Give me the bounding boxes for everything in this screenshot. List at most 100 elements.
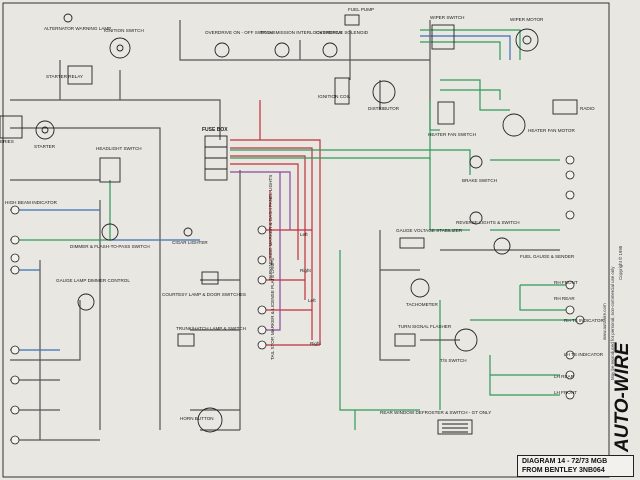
dimmer-switch-icon <box>101 223 119 241</box>
ts-switch-label: T/S SWITCH <box>440 358 467 363</box>
overdrive-solenoid-icon <box>322 42 338 58</box>
radio-icon <box>552 99 578 115</box>
wiper-switch-icon <box>431 24 455 50</box>
brake-switch-icon <box>469 155 483 169</box>
dimmer-switch-label: DIMMER & FLASH-TO-PASS SWITCH <box>70 244 150 249</box>
lamp-icon <box>257 340 267 350</box>
notice-text: May be reproduced for personal, non-comm… <box>610 266 615 380</box>
tachometer-label: TACHOMETER <box>406 302 438 307</box>
lamp-icon <box>575 315 585 325</box>
rear-defroster-label: REAR WINDOW DEFROSTER & SWITCH - GT ONLY <box>380 410 491 415</box>
headlight-switch-icon <box>99 157 121 183</box>
starter-relay-icon <box>67 65 93 85</box>
right-label-2: Right <box>310 341 321 346</box>
title-line-2: FROM BENTLEY 3NB064 <box>522 467 605 474</box>
fuel-gauge-label: FUEL GAUGE & SENDER <box>520 254 575 259</box>
fuel-gauge-icon <box>493 237 511 255</box>
batteries-label: ERIES <box>0 139 14 144</box>
fuel-pump-icon <box>344 14 360 26</box>
voltage-stabilizer-icon <box>399 237 425 249</box>
left-label-1: Left <box>300 232 308 237</box>
ignition-switch-icon <box>109 37 131 59</box>
lh-front-label: LH FRONT <box>554 390 577 395</box>
ignition-coil-icon <box>334 77 350 105</box>
trunk-lamp-label: TRUNK/HATCH LAMP & SWITCH <box>176 326 246 331</box>
headlight-switch-label: HEADLIGHT SWITCH <box>96 146 142 151</box>
lamp-icon <box>10 435 20 445</box>
lamp-icon <box>565 190 575 200</box>
lamp-icon <box>565 280 575 290</box>
heater-fan-switch-label: HEATER FAN SWITCH <box>428 132 476 137</box>
lamp-icon <box>257 325 267 335</box>
lamp-icon <box>10 265 20 275</box>
courtesy-lamp-label: COURTESY LAMP & DOOR SWITCHES <box>162 292 246 297</box>
distributor-icon <box>372 80 396 104</box>
rh-rear-label: RH REAR <box>554 296 575 301</box>
lamp-icon <box>10 405 20 415</box>
turn-flasher-label: TURN SIGNAL FLASHER <box>398 324 452 329</box>
lamp-icon <box>10 205 20 215</box>
brand-logo: AUTO-WIRE <box>612 341 633 453</box>
wiper-motor-label: WIPER MOTOR <box>510 17 544 22</box>
lamp-icon <box>257 225 267 235</box>
website-text: www.autowire.com <box>602 303 607 340</box>
tachometer-icon <box>410 278 430 298</box>
components <box>0 13 578 435</box>
lamp-icon <box>565 155 575 165</box>
lamp-icon <box>257 255 267 265</box>
fuse-box-label: FUSE BOX <box>202 127 228 133</box>
title-block: DIAGRAM 14 - 72/73 MGB FROM BENTLEY 3NB0… <box>517 455 634 477</box>
reverse-lights-label: REVERSE LIGHTS & SWITCH <box>456 220 520 225</box>
lamp-icon <box>565 210 575 220</box>
overdrive-switch-icon <box>214 42 230 58</box>
gauge-dimmer-label: GAUGE LAMP DIMMER CONTROL <box>56 278 130 283</box>
lamp-icon <box>565 170 575 180</box>
lamp-icon <box>565 390 575 400</box>
wiper-switch-label: WIPER SWITCH <box>430 15 464 20</box>
lamp-icon <box>565 305 575 315</box>
trunk-lamp-icon <box>177 333 195 347</box>
battery-icon <box>0 115 23 139</box>
lamp-icon <box>10 253 20 263</box>
turn-flasher-icon <box>394 333 416 347</box>
defroster-icon <box>437 419 473 435</box>
parking-lamps-label: PARKING SIDE MARKER & DASH PANEL LIGHTS <box>268 175 273 280</box>
copyright-text: Copyright © 1995 <box>618 245 623 280</box>
high-beam-indicator-label: HIGH BEAM INDICATOR <box>5 200 58 205</box>
distributor-label: DISTRIBUTOR <box>368 106 400 111</box>
starter-relay-label: STARTER RELAY <box>46 74 83 79</box>
title-line-1: DIAGRAM 14 - 72/73 MGB <box>522 458 608 465</box>
lamp-icon <box>257 305 267 315</box>
heater-fan-motor-label: HEATER FAN MOTOR <box>528 128 575 133</box>
wiper-motor-icon <box>515 28 539 52</box>
lh-rear-label: LH REAR <box>554 374 575 379</box>
rh-front-label: RH FRONT <box>554 280 578 285</box>
lamps <box>10 155 585 445</box>
overdrive-solenoid-label: OVERDRIVE SOLENOID <box>316 30 369 35</box>
lamp-icon <box>257 275 267 285</box>
rh-ts-indicator-label: RH TS INDICATOR <box>564 318 604 323</box>
gauge-dimmer-icon <box>77 293 95 311</box>
voltage-stabilizer-label: GAUGE VOLTAGE STABILIZER <box>396 228 463 233</box>
right-label-1: Right <box>300 268 311 273</box>
heater-fan-motor-icon <box>502 113 526 137</box>
tail-lamps-label: TAIL STOP, MARKER & LICENSE PLATE LAMPS <box>270 258 275 360</box>
lamp-icon <box>565 350 575 360</box>
horn-icon <box>197 407 223 433</box>
interlock-switch-icon <box>274 42 290 58</box>
overdrive-switch-label: OVERDRIVE ON - OFF SWITCH <box>205 30 273 35</box>
horn-button-label: HORN BUTTON <box>180 416 214 421</box>
alternator-warning-lamp-label: ALTERNATOR WARNING LAMP <box>44 26 111 31</box>
left-label-2: Left <box>308 298 316 303</box>
lamp-icon <box>10 235 20 245</box>
radio-label: RADIO <box>580 106 595 111</box>
starter-label: STARTER <box>34 144 56 149</box>
starter-icon <box>35 120 55 140</box>
ignition-switch-label: IGNITION SWITCH <box>104 28 144 33</box>
side-notes: www.autowire.com May be reproduced for p… <box>602 245 623 380</box>
cigar-lighter-label: CIGAR LIGHTER <box>172 240 208 245</box>
brake-switch-label: BRAKE SWITCH <box>462 178 497 183</box>
courtesy-lamp-icon <box>201 271 219 285</box>
